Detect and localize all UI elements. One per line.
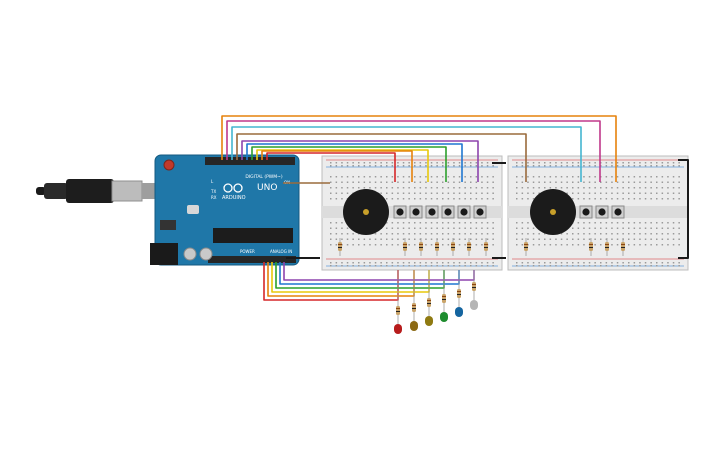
arduino-digital-header-label: DIGITAL (PWM~) (245, 174, 283, 180)
resistor-icon (605, 238, 609, 256)
resistor-icon (338, 238, 342, 256)
microcontroller-chip (213, 228, 293, 243)
piezo-buzzer-icon-2 (530, 189, 576, 235)
arduino-power-header-label: POWER (240, 249, 255, 254)
pushbutton-icon[interactable] (473, 205, 487, 219)
arduino-uno-board[interactable]: DIGITAL (PWM~) POWER ANALOG IN UNO ARDUI… (150, 154, 300, 266)
led-icon (425, 270, 433, 326)
wires-top (221, 115, 689, 259)
pushbutton-icon[interactable] (425, 205, 439, 219)
arduino-model-label: UNO (257, 183, 277, 193)
piezo-buzzer-icon (343, 189, 389, 235)
pushbutton-icon[interactable] (579, 205, 593, 219)
pushbutton-icon[interactable] (595, 205, 609, 219)
leds (394, 270, 478, 334)
pushbutton-icon[interactable] (457, 205, 471, 219)
resistor-icon (467, 238, 471, 256)
led-icon (455, 270, 463, 317)
resistor-icon (524, 238, 528, 256)
pushbuttons[interactable] (393, 205, 625, 219)
resistor-icon (419, 238, 423, 256)
resistors (338, 238, 625, 256)
pushbutton-icon[interactable] (393, 205, 407, 219)
resistor-icon (484, 238, 488, 256)
led-icon (470, 270, 478, 310)
arduino-led-label-rx: RX (211, 195, 217, 200)
led-icon (410, 270, 418, 331)
arduino-led-label-tx: TX (210, 189, 216, 194)
resistor-icon (621, 238, 625, 256)
resistor-icon (403, 238, 407, 256)
pushbutton-icon[interactable] (611, 205, 625, 219)
usb-cable-icon (36, 179, 156, 203)
resistor-icon (435, 238, 439, 256)
resistor-icon (451, 238, 455, 256)
arduino-analog-header-label: ANALOG IN (270, 249, 292, 254)
reset-button[interactable] (163, 159, 175, 171)
resistor-icon (589, 238, 593, 256)
arduino-led-label-l: L (211, 179, 214, 184)
breadboard-holes (330, 162, 680, 267)
arduino-logo-icon (223, 183, 243, 193)
led-icon (440, 270, 448, 322)
pushbutton-icon[interactable] (409, 205, 423, 219)
led-icon (394, 270, 402, 334)
pushbutton-icon[interactable] (441, 205, 455, 219)
arduino-brand-label: ARDUINO (222, 195, 246, 201)
